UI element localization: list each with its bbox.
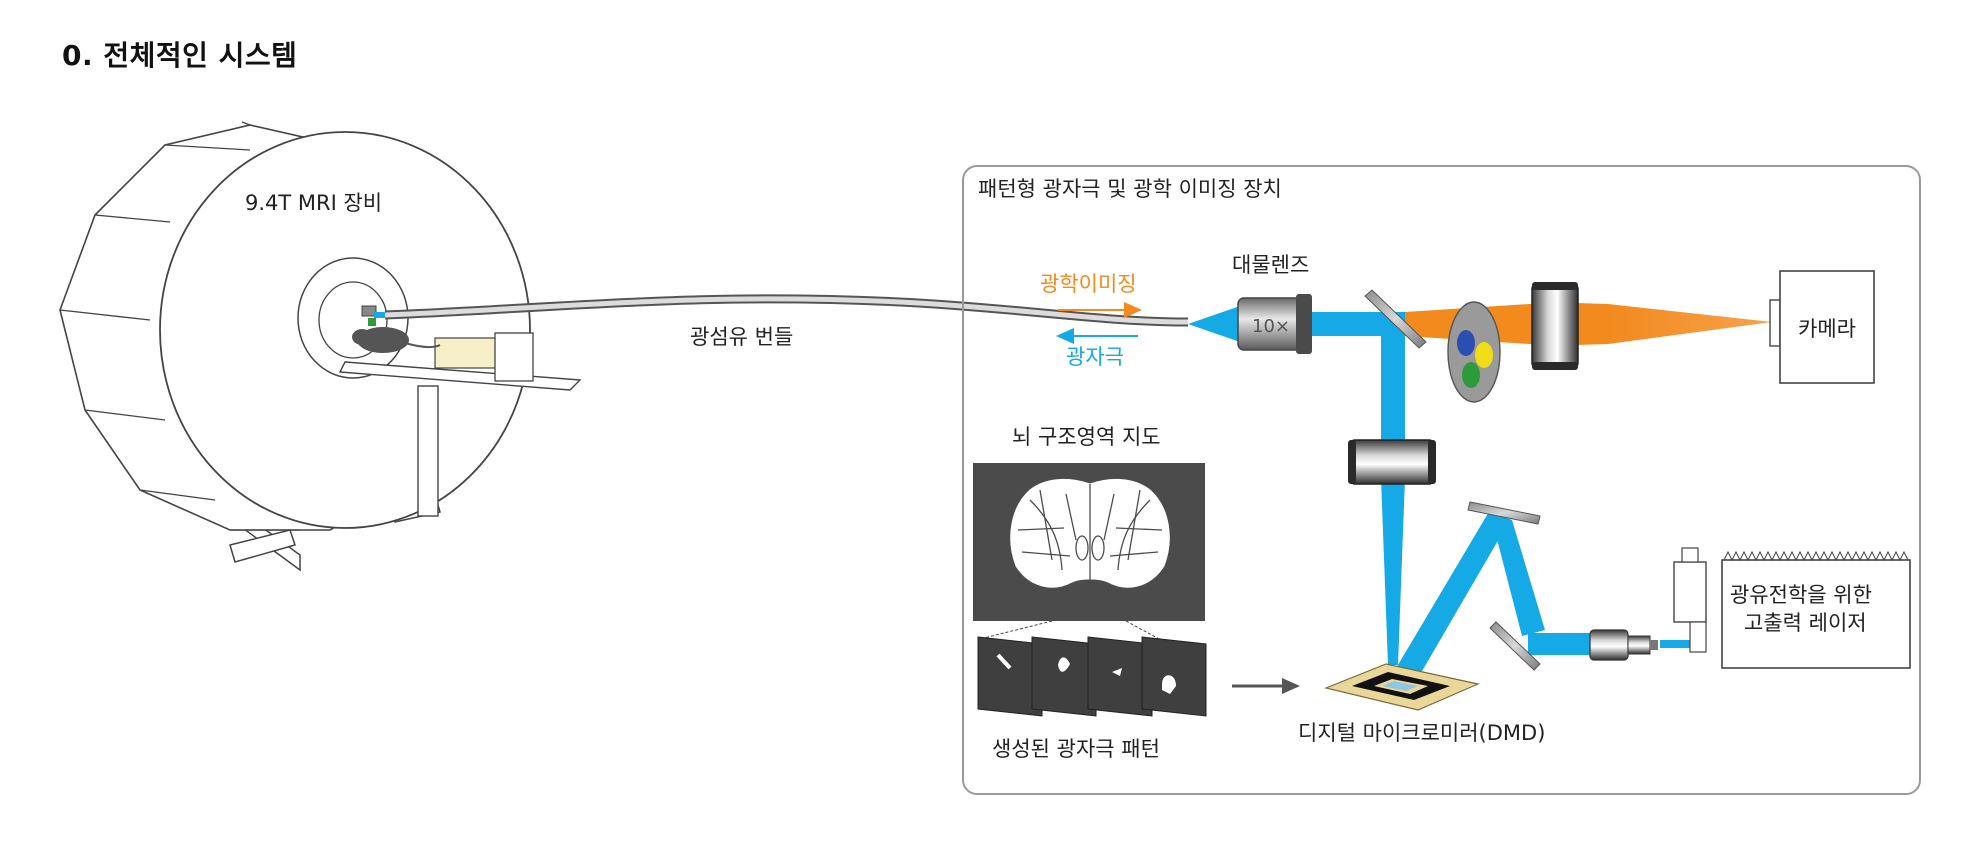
brain-atlas — [973, 463, 1205, 621]
filter-wheel — [1447, 301, 1501, 403]
upper-mirror — [1467, 501, 1541, 525]
generated-patterns-label: 생성된 광자극 패턴 — [992, 737, 1160, 761]
fiber-bundle — [384, 294, 1189, 327]
brain-atlas-label: 뇌 구조영역 지도 — [1012, 425, 1161, 449]
camera — [1769, 270, 1875, 384]
tube-lens-stim — [1348, 439, 1436, 485]
optical-system-panel — [962, 165, 1921, 795]
objective-label: 대물렌즈 — [1232, 253, 1309, 277]
page-title: 0. 전체적인 시스템 — [62, 39, 298, 72]
tube-lens-camera — [1531, 282, 1579, 370]
objective-lens: 10× — [1237, 294, 1312, 354]
stim-beam-path — [1188, 306, 1692, 678]
patterns-to-dmd-arrow — [1232, 678, 1300, 694]
photostim-label: 광자극 — [1066, 345, 1124, 369]
laser — [1673, 547, 1911, 669]
lower-mirror — [1489, 621, 1541, 671]
objective-magnification: 10× — [1252, 316, 1290, 337]
mri-machine — [59, 121, 582, 572]
fiber-bundle-label: 광섬유 번들 — [690, 325, 793, 349]
mri-label: 9.4T MRI 장비 — [245, 191, 382, 215]
dmd — [1324, 663, 1480, 711]
optical-imaging-label: 광학이미징 — [1040, 272, 1137, 296]
fiber-coupler — [1589, 629, 1658, 661]
dichroic-mirror — [1364, 289, 1427, 349]
panel-title: 패턴형 광자극 및 광학 이미징 장치 — [978, 177, 1282, 201]
dmd-label: 디지털 마이크로미러(DMD) — [1298, 721, 1545, 745]
green-filter — [1462, 362, 1480, 388]
camera-label: 카메라 — [1798, 317, 1856, 341]
blue-filter — [1457, 330, 1475, 356]
yellow-filter — [1475, 342, 1493, 368]
laser-label-line2: 고출력 레이저 — [1744, 611, 1867, 635]
laser-label-line1: 광유전학을 위한 — [1730, 583, 1872, 607]
generated-patterns — [977, 636, 1207, 717]
